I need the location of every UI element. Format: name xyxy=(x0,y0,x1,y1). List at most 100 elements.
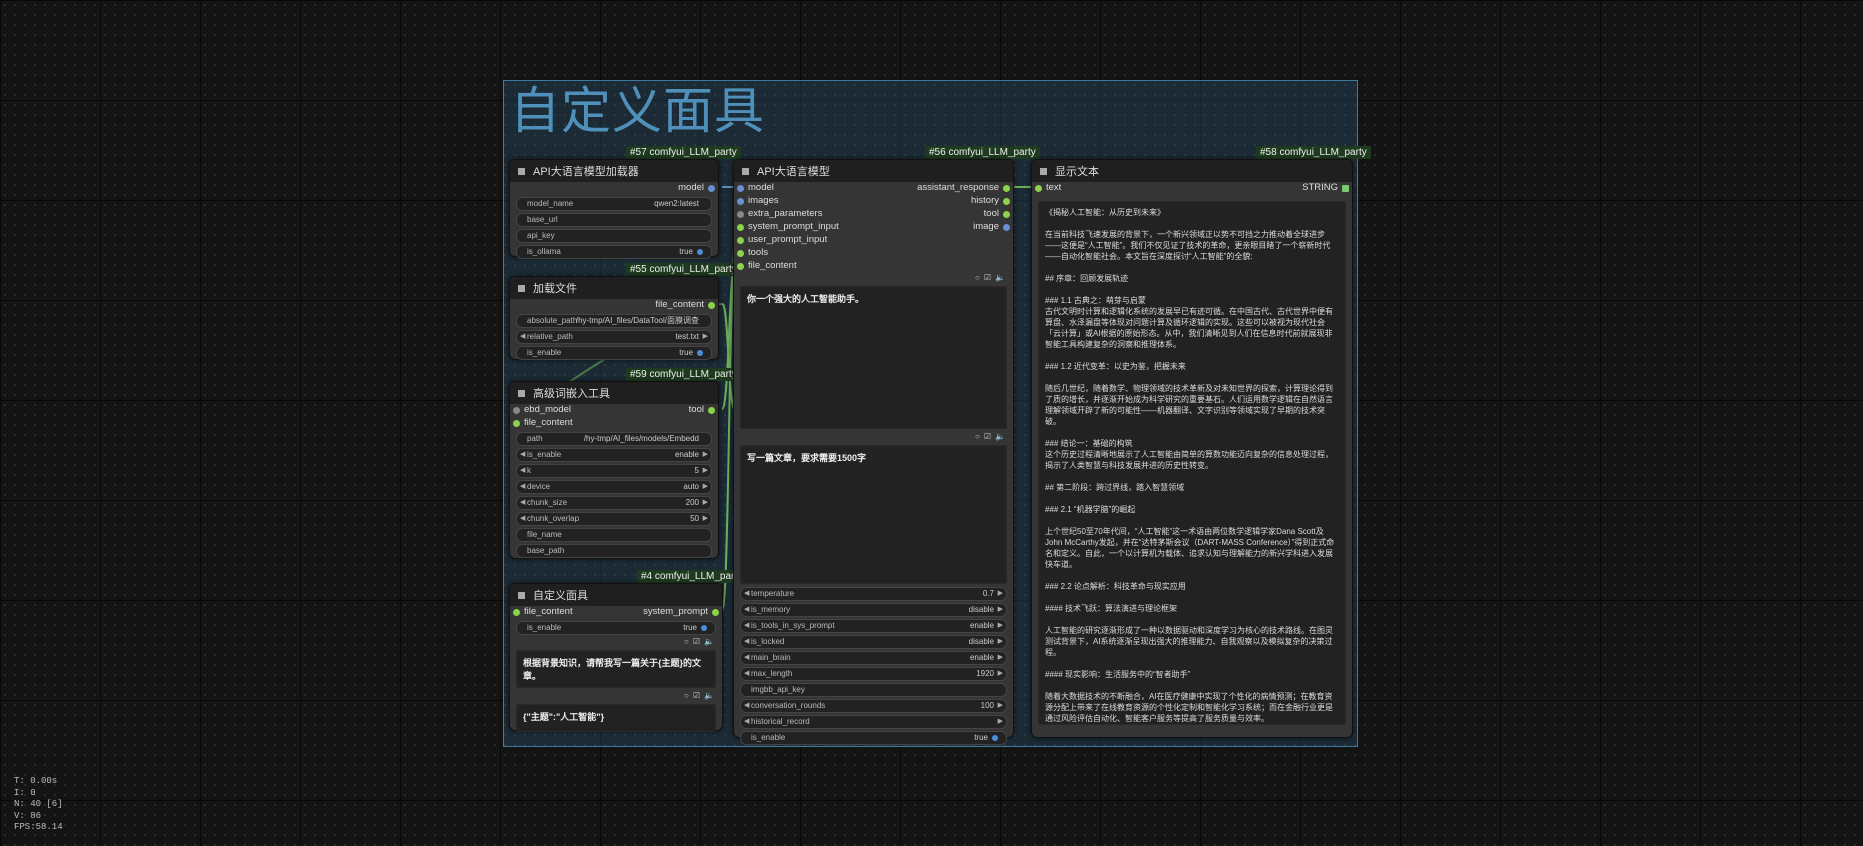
collapse-icon[interactable] xyxy=(518,591,525,599)
output-file-content[interactable]: file_content xyxy=(655,299,704,310)
input-dot-icon[interactable] xyxy=(737,237,744,244)
output-dot-icon[interactable] xyxy=(708,185,715,192)
mask-template-textarea[interactable]: 根据背景知识，请帮我写一篇关于{主题}的文章。 xyxy=(516,650,716,688)
node-embed-tool[interactable]: 高级词嵌入工具 ebd_model tool file_content path/… xyxy=(509,381,719,559)
node-show-text[interactable]: 显示文本 text STRING 《揭秘人工智能：从历史到未来》 在当前科技飞速发… xyxy=(1031,159,1353,738)
collapse-icon[interactable] xyxy=(1040,167,1047,175)
radio-icon: ○ xyxy=(975,432,980,441)
group-title: 自定义面具 xyxy=(510,82,765,140)
display-text-area[interactable]: 《揭秘人工智能：从历史到未来》 在当前科技飞速发展的背景下，一个新兴领域正以势不… xyxy=(1038,201,1346,725)
input-dot-icon[interactable] xyxy=(513,407,520,414)
input-file-content[interactable]: file_content xyxy=(524,417,573,428)
node-header[interactable]: API大语言模型 xyxy=(734,160,1013,182)
collapse-icon[interactable] xyxy=(518,284,525,292)
node-header[interactable]: 高级词嵌入工具 xyxy=(510,382,718,404)
output-dot-icon[interactable] xyxy=(1003,198,1010,205)
output-model[interactable]: model xyxy=(678,182,704,193)
node-title: 加载文件 xyxy=(533,283,577,295)
input-dot-icon[interactable] xyxy=(737,250,744,257)
output-system-prompt[interactable]: system_prompt xyxy=(643,606,708,617)
output-dot-icon[interactable] xyxy=(712,609,719,616)
user-prompt-textarea[interactable]: 写一篇文章，要求需要1500字 xyxy=(740,445,1007,584)
output-string[interactable]: STRING xyxy=(1302,182,1338,193)
widget-historical-record[interactable]: ◀historical_record▶ xyxy=(740,715,1007,729)
input-dot-icon[interactable] xyxy=(513,609,520,616)
widget-base-url[interactable]: base_url xyxy=(516,213,712,227)
widget-file-name[interactable]: file_name xyxy=(516,528,712,542)
toggle-icon xyxy=(992,734,998,741)
node-badge: #59 comfyui_LLM_party xyxy=(626,368,741,381)
input-file-content[interactable]: file_content xyxy=(524,606,573,617)
node-header[interactable]: 加载文件 xyxy=(510,277,718,299)
input-dot-icon[interactable] xyxy=(737,198,744,205)
input-file-content[interactable]: file_content xyxy=(748,260,797,271)
widget-api-key[interactable]: api_key xyxy=(516,229,712,243)
node-load-file[interactable]: 加载文件 file_content absolute_path/hy-tmp/A… xyxy=(509,276,719,360)
collapse-icon[interactable] xyxy=(742,167,749,175)
input-dot-icon[interactable] xyxy=(737,211,744,218)
input-text[interactable]: text xyxy=(1046,182,1062,193)
output-assistant-response[interactable]: assistant_response xyxy=(917,182,999,193)
system-prompt-textarea[interactable]: 你一个强大的人工智能助手。 xyxy=(740,286,1007,429)
widget-path[interactable]: path/hy-tmp/AI_files/models/Embedd xyxy=(516,432,712,446)
widget-absolute-path[interactable]: absolute_path/hy-tmp/AI_files/DataTool/面… xyxy=(516,314,712,328)
input-images[interactable]: images xyxy=(748,195,779,206)
input-dot-icon[interactable] xyxy=(737,224,744,231)
input-model[interactable]: model xyxy=(748,182,774,193)
input-ebd-model[interactable]: ebd_model xyxy=(524,404,572,415)
output-tool[interactable]: tool xyxy=(983,208,999,219)
output-tool[interactable]: tool xyxy=(688,404,704,415)
input-tools[interactable]: tools xyxy=(748,247,769,258)
node-header[interactable]: 自定义面具 xyxy=(510,584,722,606)
perf-stats: T: 0.00s I: 0 N: 40 [6] V: 86 FPS:58.14 xyxy=(14,776,63,832)
speaker-icon: 🔈 xyxy=(995,432,1005,441)
node-header[interactable]: 显示文本 xyxy=(1032,160,1352,182)
output-dot-icon[interactable] xyxy=(708,302,715,309)
output-dot-icon[interactable] xyxy=(708,407,715,414)
output-dot-icon[interactable] xyxy=(1003,211,1010,218)
output-history[interactable]: history xyxy=(971,195,999,206)
input-dot-icon[interactable] xyxy=(737,263,744,270)
speaker-icon: 🔈 xyxy=(704,691,714,700)
input-user-prompt[interactable]: user_prompt_input xyxy=(748,234,828,245)
output-dot-icon[interactable] xyxy=(1342,185,1349,192)
input-dot-icon[interactable] xyxy=(513,420,520,427)
node-badge: #56 comfyui_LLM_party xyxy=(925,146,1040,159)
widget-base-path[interactable]: base_path xyxy=(516,544,712,558)
input-extra-parameters[interactable]: extra_parameters xyxy=(748,208,823,219)
output-dot-icon[interactable] xyxy=(1003,224,1010,231)
collapse-icon[interactable] xyxy=(518,389,525,397)
mask-values-textarea[interactable]: {"主题":"人工智能"} xyxy=(516,704,716,732)
speaker-icon: 🔈 xyxy=(704,637,714,646)
input-dot-icon[interactable] xyxy=(737,185,744,192)
radio-icon: ○ xyxy=(975,273,980,282)
input-system-prompt[interactable]: system_prompt_input xyxy=(748,221,839,232)
node-custom-mask[interactable]: 自定义面具 file_content system_prompt is_enabl… xyxy=(509,583,723,732)
node-api-llm[interactable]: API大语言模型 model assistant_response images h… xyxy=(733,159,1014,745)
node-header[interactable]: API大语言模型加载器 xyxy=(510,160,718,182)
output-dot-icon[interactable] xyxy=(1003,185,1010,192)
collapse-icon[interactable] xyxy=(518,167,525,175)
output-image[interactable]: image xyxy=(973,221,999,232)
input-dot-icon[interactable] xyxy=(1035,185,1042,192)
widget-imgbb-api-key[interactable]: imgbb_api_key xyxy=(740,683,1007,697)
